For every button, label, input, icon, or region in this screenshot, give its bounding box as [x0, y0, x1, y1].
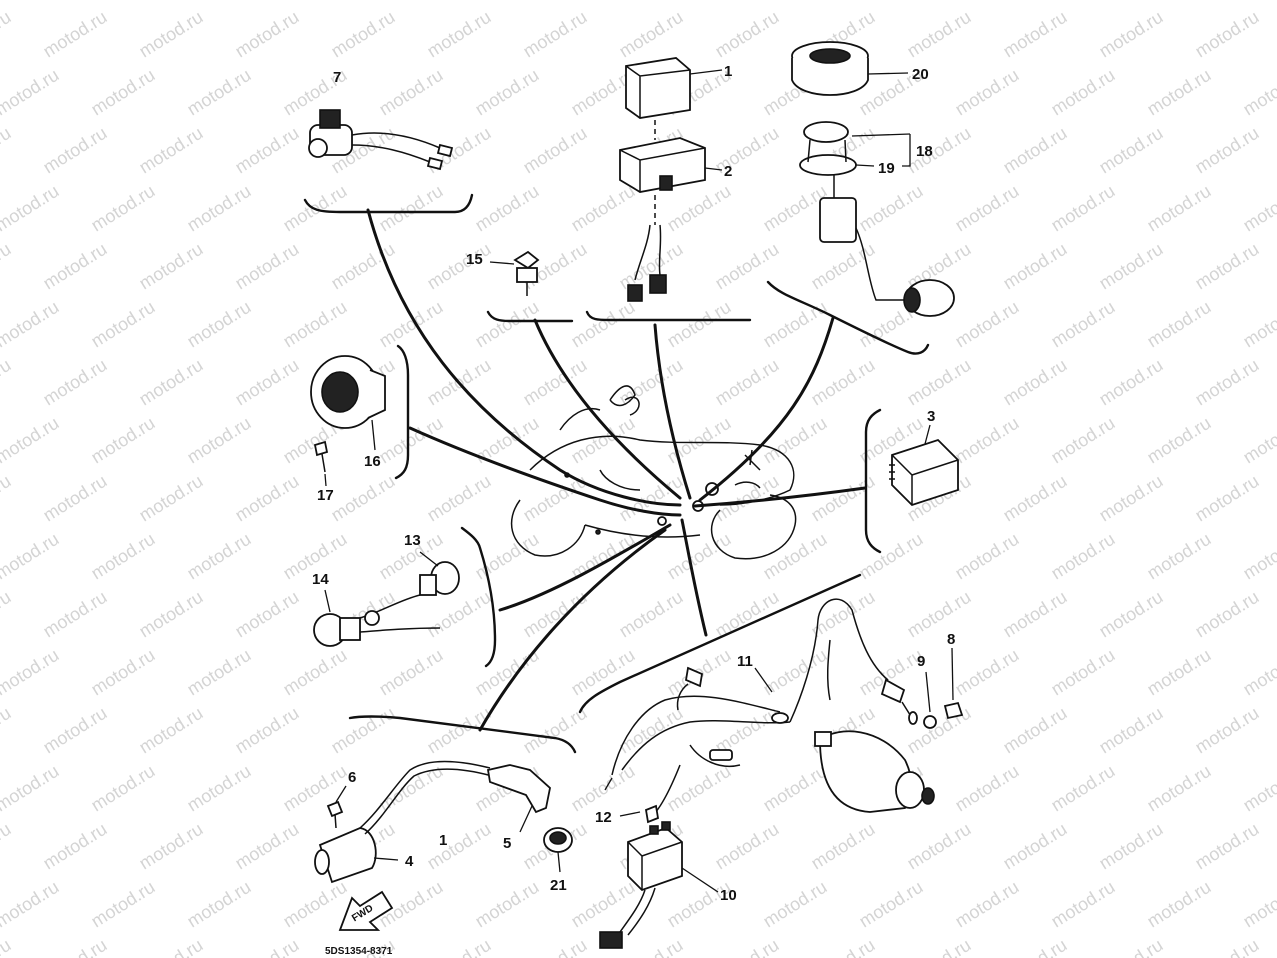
- fwd-arrow: FWD: [338, 890, 394, 931]
- part-7-wire-lead: [308, 109, 454, 171]
- callout-5: 5: [503, 835, 511, 852]
- callout-20: 20: [912, 66, 929, 83]
- callout-11: 11: [737, 653, 753, 670]
- part-3-rectifier: [889, 424, 959, 507]
- part-15-switch: [489, 250, 540, 296]
- group-brackets: [303, 193, 930, 754]
- part-8-9-fasteners: [923, 647, 964, 729]
- callout-3: 3: [927, 408, 935, 425]
- callout-21: 21: [550, 877, 567, 894]
- part-11-starter-cable: [604, 598, 918, 819]
- callout-16: 16: [364, 453, 381, 470]
- callout-12: 12: [595, 809, 612, 826]
- callout-10: 10: [720, 887, 737, 904]
- part-2-holder: [619, 120, 723, 302]
- callout-1b: 1: [439, 832, 447, 849]
- part-5-plug-cap: [486, 764, 551, 833]
- callout-13: 13: [404, 532, 421, 549]
- wire-harness: [366, 208, 867, 732]
- part-21-seal: [543, 827, 573, 873]
- diagram-code: 5DS1354-8371: [325, 946, 393, 957]
- callout-15: 15: [466, 251, 483, 268]
- starter-motor: [814, 730, 935, 813]
- part-10-relay: [599, 804, 719, 949]
- part-16-horn: [310, 355, 386, 487]
- callout-2: 2: [724, 163, 732, 180]
- part-20-cap: [791, 41, 909, 96]
- part-4-ignition-coil: [314, 760, 493, 884]
- part-1-unit: [625, 57, 723, 119]
- callout-1: 1: [724, 63, 732, 80]
- callout-9: 9: [917, 653, 925, 670]
- callout-7: 7: [333, 69, 341, 86]
- frame-silhouette: [510, 385, 797, 560]
- callout-18: 18: [916, 143, 933, 160]
- callout-labels: 1 1 2 3 4 5 6 7 8 9 10 11 12 13 14 15 16…: [312, 63, 955, 904]
- callout-17: 17: [317, 487, 334, 504]
- callout-4: 4: [405, 853, 414, 870]
- callout-8: 8: [947, 631, 955, 648]
- part-18-fuel-sender: [799, 121, 955, 317]
- callout-14: 14: [312, 571, 329, 588]
- callout-19: 19: [878, 160, 895, 177]
- part-13-14-switches: [313, 551, 460, 647]
- callout-6: 6: [348, 769, 356, 786]
